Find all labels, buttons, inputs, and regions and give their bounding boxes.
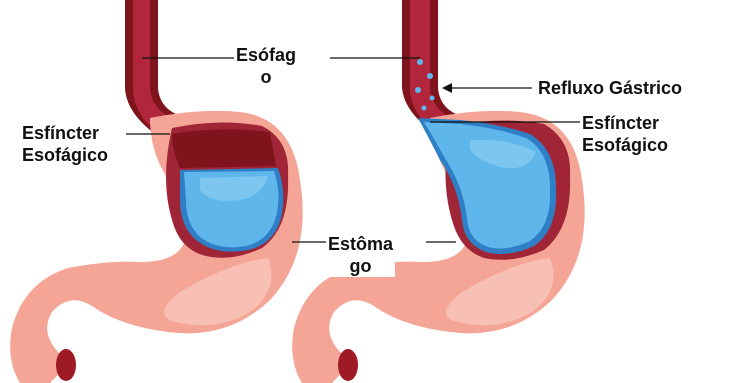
pylorus-left [56, 349, 76, 381]
reflux-arrowhead [442, 83, 452, 93]
label-stomach: Estôma go [326, 233, 395, 277]
label-sphincter-left-line1: Esfíncter [22, 122, 108, 144]
label-esophagus: Esófag o [234, 44, 298, 88]
reflux-droplet [417, 59, 423, 65]
reflux-droplet [427, 73, 433, 79]
reflux-droplet [415, 87, 421, 93]
pylorus-right [338, 349, 358, 381]
label-sphincter-right-line2: Esofágico [582, 134, 668, 156]
label-reflux-text: Refluxo Gástrico [538, 78, 682, 98]
label-esophagus-line1: Esófag [236, 44, 296, 66]
reflux-droplet [430, 96, 435, 101]
label-stomach-line1: Estôma [328, 233, 393, 255]
label-sphincter-right: Esfíncter Esofágico [580, 112, 670, 156]
label-sphincter-right-line1: Esfíncter [582, 112, 668, 134]
label-stomach-line2: go [328, 255, 393, 277]
label-esophagus-line2: o [236, 66, 296, 88]
reflux-droplet [422, 106, 427, 111]
label-reflux: Refluxo Gástrico [536, 77, 684, 99]
label-sphincter-left-line2: Esofágico [22, 144, 108, 166]
label-sphincter-left: Esfíncter Esofágico [20, 122, 110, 166]
sphincter-closed-left [172, 129, 276, 168]
